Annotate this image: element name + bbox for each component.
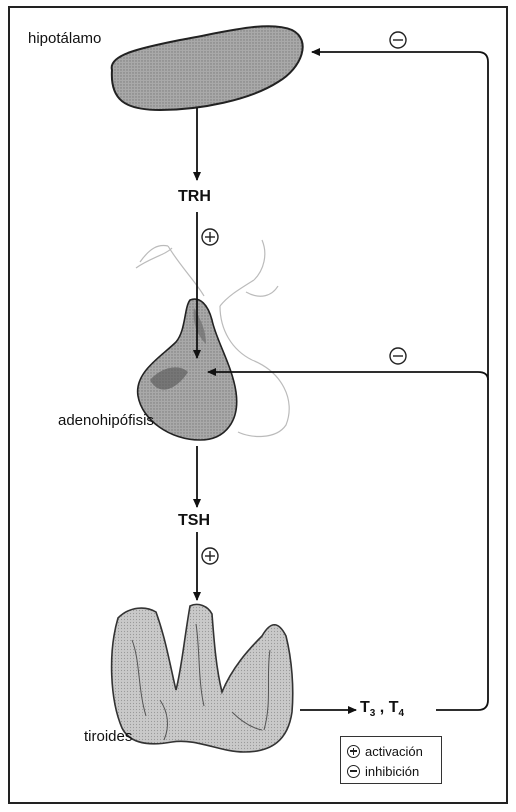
adenohypophysis-label: adenohipófisis xyxy=(58,412,154,429)
trh-label: TRH xyxy=(178,188,211,206)
legend-box: activación inhibición xyxy=(340,736,442,784)
legend-activation-row: activación xyxy=(347,741,435,761)
t-separator: , xyxy=(375,699,388,716)
inhibition-symbol-hypothalamus xyxy=(390,32,406,48)
t3-t4-label: T3 , T4 xyxy=(360,699,404,719)
feedback-to-hypothalamus-arrow xyxy=(312,52,488,710)
hypothalamus-label: hipotálamo xyxy=(28,30,101,47)
inhibition-symbol-adenohypophysis xyxy=(390,348,406,364)
activation-symbol-trh xyxy=(202,229,218,245)
thyroid-label: tiroides xyxy=(84,728,132,745)
hypothalamus-organ xyxy=(112,26,303,110)
thyroid-organ xyxy=(112,604,293,752)
t3-label: T xyxy=(360,699,370,716)
tsh-label: TSH xyxy=(178,512,210,530)
t4-label: T xyxy=(389,699,399,716)
t4-subscript: 4 xyxy=(398,708,404,719)
activation-icon xyxy=(347,745,360,758)
inhibition-icon xyxy=(347,765,360,778)
legend-activation-label: activación xyxy=(365,744,423,759)
feedback-to-adenohypophysis-arrow xyxy=(208,372,488,380)
legend-inhibition-label: inhibición xyxy=(365,764,419,779)
legend-inhibition-row: inhibición xyxy=(347,761,435,781)
activation-symbol-tsh xyxy=(202,548,218,564)
